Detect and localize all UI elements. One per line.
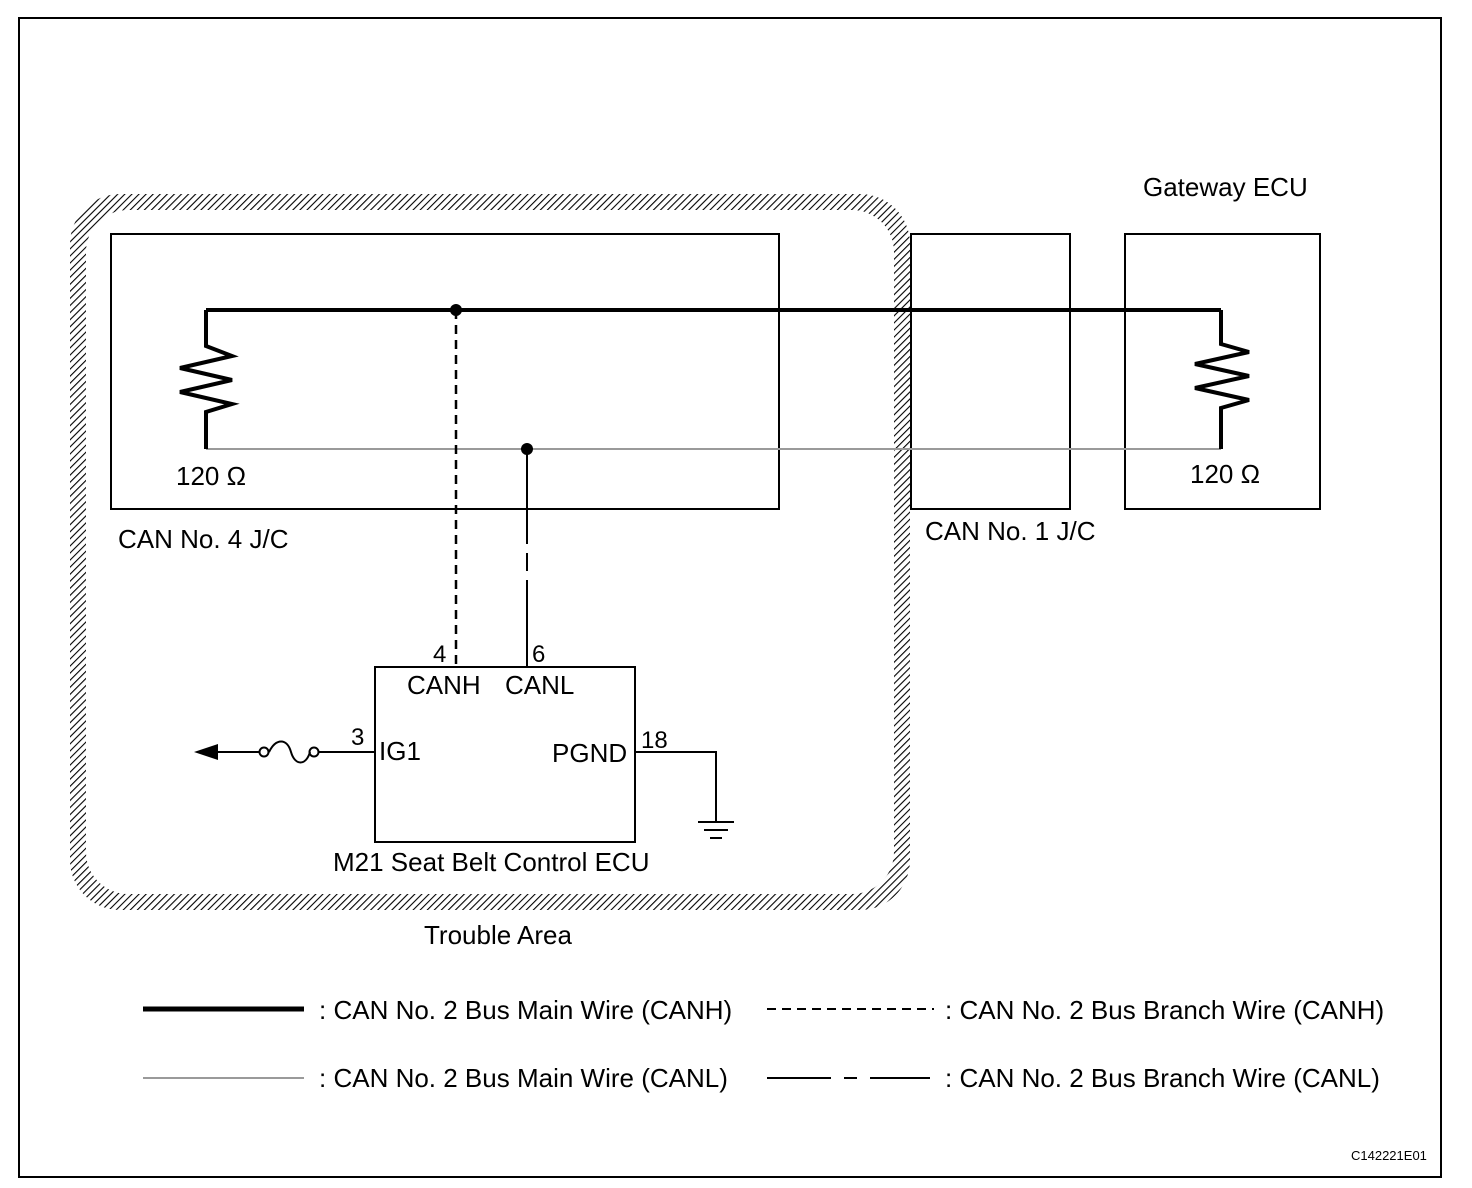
canl-pin-label: CANL: [505, 670, 574, 700]
fuse-terminal-left: [258, 746, 270, 758]
legend-text-canl-main: : CAN No. 2 Bus Main Wire (CANL): [319, 1063, 728, 1093]
outer-frame: [18, 17, 1442, 1178]
canh-pin-number: 4: [433, 641, 446, 668]
resistor-right-label: 120 Ω: [1190, 459, 1260, 489]
ground-icon: [698, 821, 734, 839]
resistor-left-label: 120 Ω: [176, 461, 246, 491]
ig1-pin-number: 3: [351, 724, 364, 751]
canh-pin-label: CANH: [407, 670, 481, 700]
legend-text-canl-branch: : CAN No. 2 Bus Branch Wire (CANL): [945, 1063, 1380, 1093]
legend-text-canh-branch: : CAN No. 2 Bus Branch Wire (CANH): [945, 995, 1384, 1025]
figure-code: C142221E01: [1351, 1148, 1427, 1163]
can4-jc-box: [110, 233, 780, 510]
power-arrow-icon: [194, 744, 218, 760]
resistor-right: [1194, 310, 1250, 449]
pgnd-wire: [635, 751, 717, 822]
trouble-area-label: Trouble Area: [424, 920, 572, 950]
seat-belt-ecu-box: [374, 666, 636, 843]
gateway-ecu-label: Gateway ECU: [1143, 172, 1308, 202]
can1-jc-box: [910, 233, 1071, 510]
can1-jc-label: CAN No. 1 J/C: [925, 516, 1096, 546]
pgnd-pin-label: PGND: [552, 738, 627, 768]
ecu-name-label: M21 Seat Belt Control ECU: [333, 847, 649, 877]
resistor-left: [179, 310, 240, 449]
fuse-icon: [268, 740, 311, 764]
ig1-pin-label: IG1: [379, 736, 421, 766]
can4-jc-label: CAN No. 4 J/C: [118, 524, 289, 554]
gateway-ecu-box: [1124, 233, 1321, 510]
legend-text-canh-main: : CAN No. 2 Bus Main Wire (CANH): [319, 995, 732, 1025]
fuse-terminal-right: [308, 746, 320, 758]
canl-pin-number: 6: [532, 641, 545, 668]
pgnd-pin-number: 18: [641, 727, 668, 754]
